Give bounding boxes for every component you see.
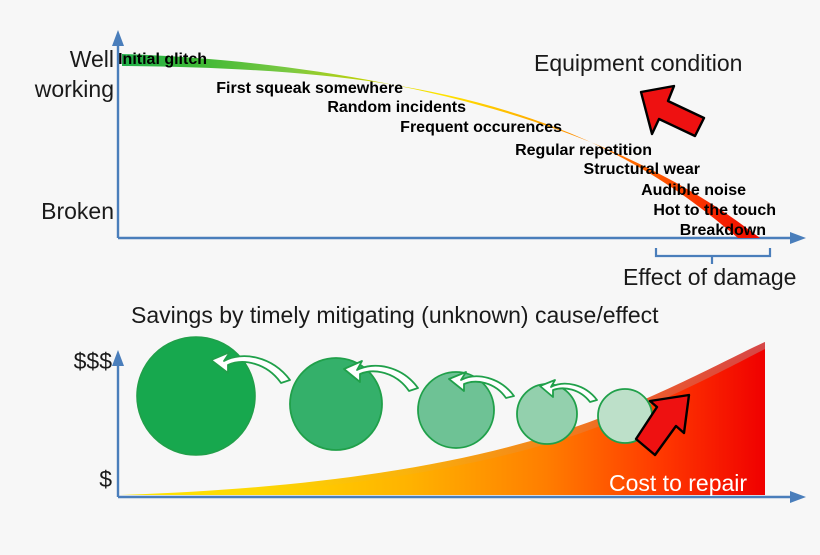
stage-label-9: Breakdown bbox=[0, 222, 766, 240]
stage-label-6: Structural wear bbox=[0, 161, 700, 179]
stage-label-7-text: Audible noise bbox=[641, 182, 746, 199]
stage-label-8: Hot to the touch bbox=[0, 202, 776, 220]
flow-arrow-3 bbox=[448, 371, 515, 399]
bottom-y-axis-label-high: $$$ bbox=[24, 348, 112, 375]
top-y-axis-label-working: working bbox=[14, 76, 114, 103]
effect-of-damage-bracket bbox=[654, 248, 772, 264]
stage-label-1-text: Initial glitch bbox=[118, 51, 207, 68]
effect-of-damage-label: Effect of damage bbox=[623, 264, 796, 291]
stage-label-4: Frequent occurences bbox=[0, 119, 562, 137]
top-x-axis-arrowhead bbox=[790, 232, 806, 244]
stage-label-7: Audible noise bbox=[0, 182, 746, 200]
top-y-axis-label-well: Well bbox=[62, 46, 114, 73]
top-y-axis-arrowhead bbox=[112, 30, 124, 46]
degradation-arrow-icon bbox=[639, 84, 706, 138]
equipment-condition-caption-text: Equipment condition bbox=[534, 50, 743, 76]
flow-arrow-1 bbox=[210, 351, 291, 384]
stage-label-9-text: Breakdown bbox=[679, 222, 766, 239]
stage-label-5-text: Regular repetition bbox=[515, 142, 652, 159]
savings-circle-3 bbox=[417, 371, 495, 449]
label-dollars-high: $$$ bbox=[73, 348, 112, 374]
stage-label-2-text: First squeak somewhere bbox=[216, 80, 403, 97]
label-working: working bbox=[34, 76, 114, 102]
label-dollars-low: $ bbox=[99, 466, 112, 492]
stage-label-2: First squeak somewhere bbox=[0, 80, 403, 98]
cost-to-repair-label-text: Cost to repair bbox=[609, 470, 748, 496]
savings-caption: Savings by timely mitigating (unknown) c… bbox=[131, 302, 659, 329]
cost-curve bbox=[120, 342, 765, 499]
stage-label-3-text: Random incidents bbox=[327, 99, 466, 116]
flow-arrow-2 bbox=[343, 360, 419, 392]
stage-label-3: Random incidents bbox=[0, 99, 466, 117]
flow-arrow-4 bbox=[539, 379, 598, 403]
stage-label-5: Regular repetition bbox=[0, 142, 652, 160]
stage-label-1: Initial glitch bbox=[0, 51, 207, 69]
cost-to-repair-label: Cost to repair bbox=[609, 470, 747, 497]
bottom-chart-axes bbox=[112, 350, 806, 503]
stage-label-6-text: Structural wear bbox=[583, 161, 700, 178]
bottom-x-axis-arrowhead bbox=[790, 491, 806, 503]
stage-label-8-text: Hot to the touch bbox=[653, 202, 776, 219]
bottom-y-axis-arrowhead bbox=[112, 350, 124, 366]
top-y-axis-label-broken: Broken bbox=[14, 198, 114, 225]
savings-caption-text: Savings by timely mitigating (unknown) c… bbox=[131, 302, 659, 328]
cost-rise-arrow-icon bbox=[634, 393, 691, 457]
label-broken: Broken bbox=[41, 198, 114, 224]
label-well: Well bbox=[69, 46, 114, 72]
equipment-condition-caption: Equipment condition bbox=[534, 50, 742, 77]
bottom-y-axis-label-low: $ bbox=[24, 466, 112, 493]
stage-label-4-text: Frequent occurences bbox=[400, 119, 562, 136]
savings-flow-arrows bbox=[210, 351, 598, 403]
effect-of-damage-label-text: Effect of damage bbox=[623, 264, 797, 290]
savings-circle-1 bbox=[136, 336, 256, 456]
top-chart-axes bbox=[112, 30, 806, 244]
